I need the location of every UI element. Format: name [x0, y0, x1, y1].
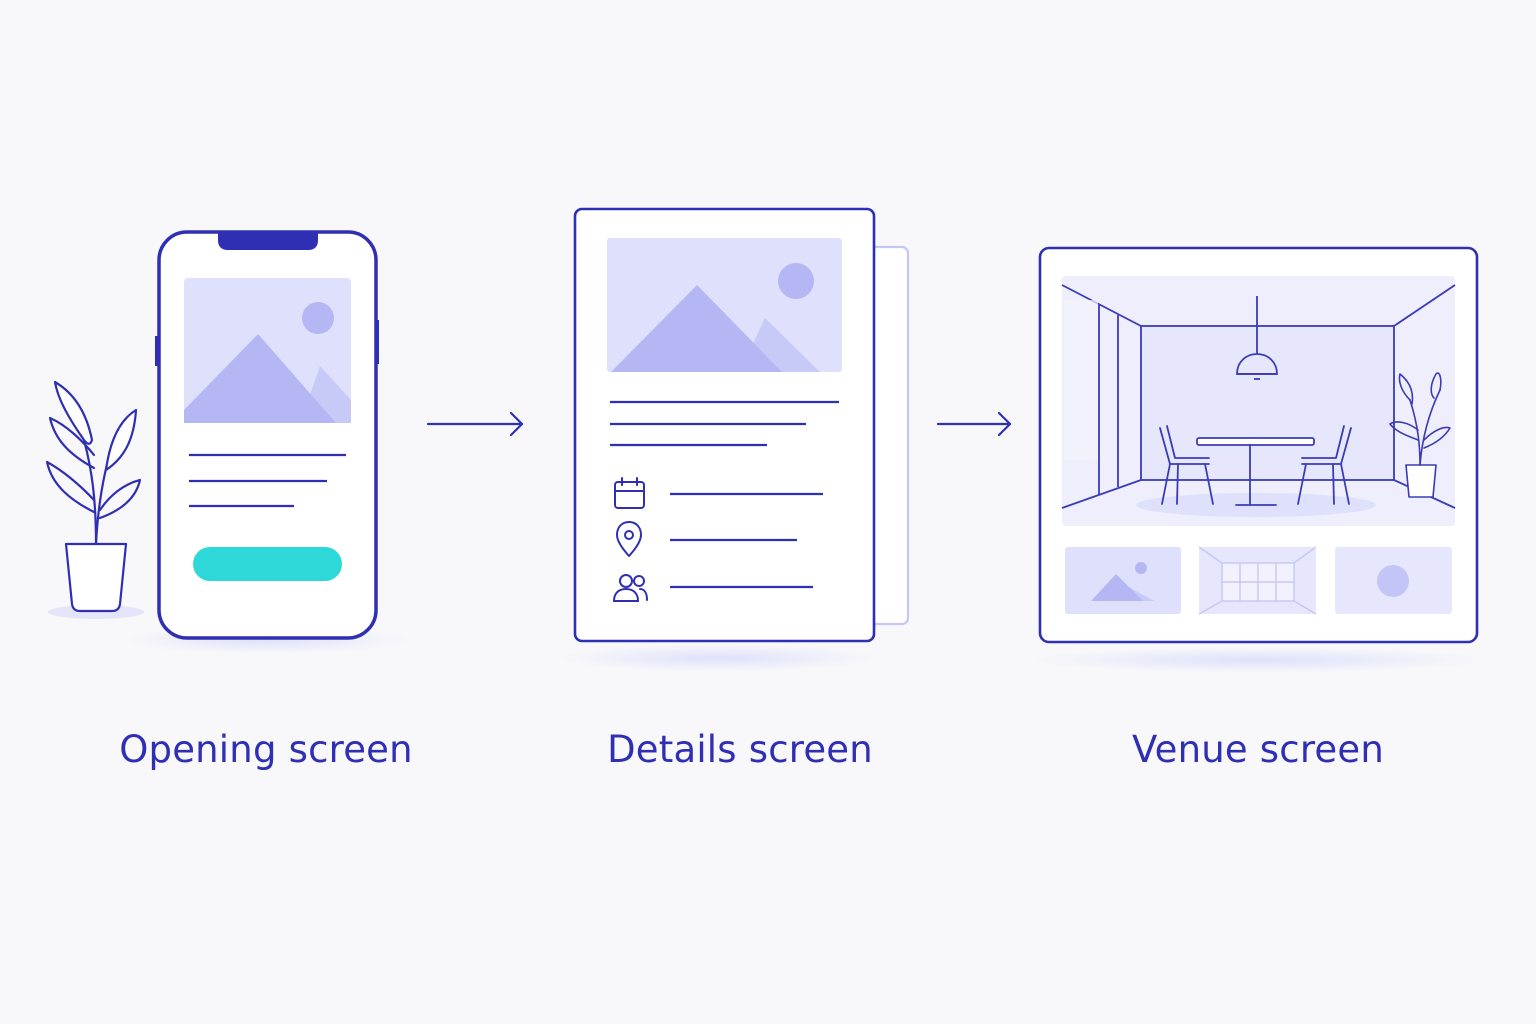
table-shape	[1196, 437, 1315, 506]
opening-screen-illustration	[45, 230, 412, 654]
step-label-venue: Venue screen	[1131, 728, 1385, 771]
card-shadow	[1028, 647, 1488, 673]
details-screen-illustration	[558, 207, 910, 672]
chair-shape	[1297, 425, 1352, 505]
location-pin-icon	[616, 521, 642, 557]
phone-side-button	[376, 320, 379, 364]
venue-screen-illustration	[1028, 246, 1488, 673]
step-label-opening: Opening screen	[119, 728, 413, 771]
calendar-icon	[614, 477, 645, 509]
cta-button-shape	[193, 547, 342, 581]
users-icon	[612, 574, 648, 602]
plant-icon	[45, 380, 144, 619]
thumbnail-room	[1198, 546, 1317, 615]
image-placeholder-icon	[184, 278, 351, 423]
arrow-right-icon	[936, 411, 1012, 437]
step-label-details: Details screen	[607, 728, 873, 771]
chair-shape	[1159, 425, 1214, 505]
pendant-lamp-icon	[1236, 296, 1278, 380]
phone-side-button	[155, 336, 158, 366]
image-placeholder-icon	[607, 238, 842, 372]
thumbnail-image	[1065, 547, 1181, 614]
phone-notch	[218, 233, 318, 250]
venue-room-photo	[1061, 276, 1456, 526]
card-shadow	[558, 644, 878, 672]
plant-icon	[1389, 372, 1451, 498]
arrow-right-icon	[426, 411, 524, 437]
thumbnail-circle	[1335, 547, 1452, 614]
